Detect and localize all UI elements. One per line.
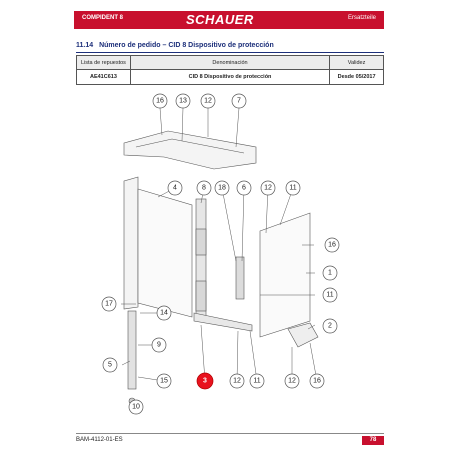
callout-marker: 6 bbox=[236, 180, 252, 196]
callout-marker: 9 bbox=[151, 337, 167, 353]
callout-label: 12 bbox=[204, 98, 212, 105]
callout-marker: 12 bbox=[200, 93, 216, 109]
callout-label: 9 bbox=[157, 342, 161, 349]
table-row: AE41C613 CID 8 Dispositivo de protección… bbox=[76, 69, 384, 85]
document-number: BAM-4112-01-ES bbox=[76, 437, 123, 443]
exploded-parts-diagram: 16 13 12 7 4 8 18 6 12 11 16 1 11 17 14 … bbox=[101, 93, 340, 415]
section-heading: 11.14 Número de pedido – CID 8 Dispositi… bbox=[76, 42, 274, 49]
diagram-drawing bbox=[123, 130, 319, 405]
callout-label: 16 bbox=[156, 98, 164, 105]
lower-post-part bbox=[127, 310, 137, 390]
callout-label: 12 bbox=[264, 185, 272, 192]
guide-rail-part bbox=[235, 256, 245, 300]
callout-label: 13 bbox=[179, 98, 187, 105]
header-product-label: COMPIDENT 8 bbox=[82, 15, 124, 21]
callout-label: 15 bbox=[160, 378, 168, 385]
callout-marker: 17 bbox=[101, 296, 117, 312]
callout-marker: 14 bbox=[156, 305, 172, 321]
left-frame-part bbox=[123, 176, 139, 310]
callout-marker: 11 bbox=[249, 373, 265, 389]
callout-marker: 11 bbox=[322, 287, 338, 303]
callout-label: 4 bbox=[173, 185, 177, 192]
callout-marker: 18 bbox=[214, 180, 230, 196]
table-header-cell: Denominación bbox=[129, 55, 331, 70]
top-cover-part bbox=[123, 130, 257, 170]
callout-marker: 13 bbox=[175, 93, 191, 109]
table-cell-validity: Desde 05/2017 bbox=[329, 69, 384, 85]
header-bar: COMPIDENT 8 SCHAUER Ersatzteile bbox=[74, 11, 384, 29]
right-panel-part bbox=[259, 212, 311, 338]
callout-marker: 7 bbox=[231, 93, 247, 109]
callout-marker: 8 bbox=[196, 180, 212, 196]
callout-marker: 11 bbox=[285, 180, 301, 196]
bracket-part bbox=[287, 322, 319, 348]
callout-label: 12 bbox=[233, 378, 241, 385]
header-section-label: Ersatzteile bbox=[347, 15, 376, 21]
callout-label: 18 bbox=[218, 185, 226, 192]
callout-marker: 10 bbox=[128, 399, 144, 415]
callout-label: 17 bbox=[105, 301, 113, 308]
callout-label: 14 bbox=[160, 310, 168, 317]
callout-marker-highlighted: 3 bbox=[196, 372, 214, 390]
callout-marker: 12 bbox=[229, 373, 245, 389]
callout-label: 11 bbox=[253, 378, 260, 385]
callout-marker: 4 bbox=[167, 180, 183, 196]
heading-divider bbox=[76, 52, 384, 53]
callout-marker: 16 bbox=[309, 373, 325, 389]
callout-label: 11 bbox=[289, 185, 296, 192]
callout-label: 16 bbox=[328, 242, 336, 249]
callout-label: 5 bbox=[108, 362, 112, 369]
callout-label: 8 bbox=[202, 185, 206, 192]
footer-divider bbox=[76, 433, 384, 434]
callout-label: 16 bbox=[313, 378, 321, 385]
brand-logo: SCHAUER bbox=[186, 12, 254, 27]
callout-marker: 16 bbox=[324, 237, 340, 253]
callout-group: 16 13 12 7 4 8 18 6 12 11 16 1 11 17 14 … bbox=[101, 93, 340, 415]
parts-list-table: Lista de repuestos Denominación Validez … bbox=[76, 55, 384, 85]
callout-label: 6 bbox=[242, 185, 246, 192]
callout-marker: 1 bbox=[322, 265, 338, 281]
section-number: 11.14 bbox=[76, 42, 94, 49]
bottom-bar-part bbox=[193, 312, 253, 332]
table-header-cell: Validez bbox=[329, 55, 384, 70]
callout-label: 11 bbox=[326, 292, 333, 299]
page-number: 78 bbox=[362, 436, 384, 445]
callout-marker: 2 bbox=[322, 318, 338, 334]
callout-label: 7 bbox=[237, 98, 241, 105]
callout-label: 2 bbox=[328, 323, 332, 330]
callout-marker: 12 bbox=[260, 180, 276, 196]
table-header-cell: Lista de repuestos bbox=[76, 55, 131, 70]
section-title-text: Número de pedido – CID 8 Dispositivo de … bbox=[99, 42, 274, 49]
table-header-row: Lista de repuestos Denominación Validez bbox=[76, 55, 384, 70]
callout-label: 1 bbox=[328, 270, 332, 277]
callout-marker: 5 bbox=[102, 357, 118, 373]
callout-label: 10 bbox=[132, 404, 140, 411]
table-cell-order-number: AE41C613 bbox=[76, 69, 131, 85]
callout-marker: 15 bbox=[156, 373, 172, 389]
callout-label: 12 bbox=[288, 378, 296, 385]
callout-marker: 16 bbox=[152, 93, 168, 109]
callout-label: 3 bbox=[203, 378, 207, 385]
back-panel-part bbox=[137, 188, 193, 318]
table-cell-designation: CID 8 Dispositivo de protección bbox=[129, 69, 331, 85]
callout-marker: 12 bbox=[284, 373, 300, 389]
